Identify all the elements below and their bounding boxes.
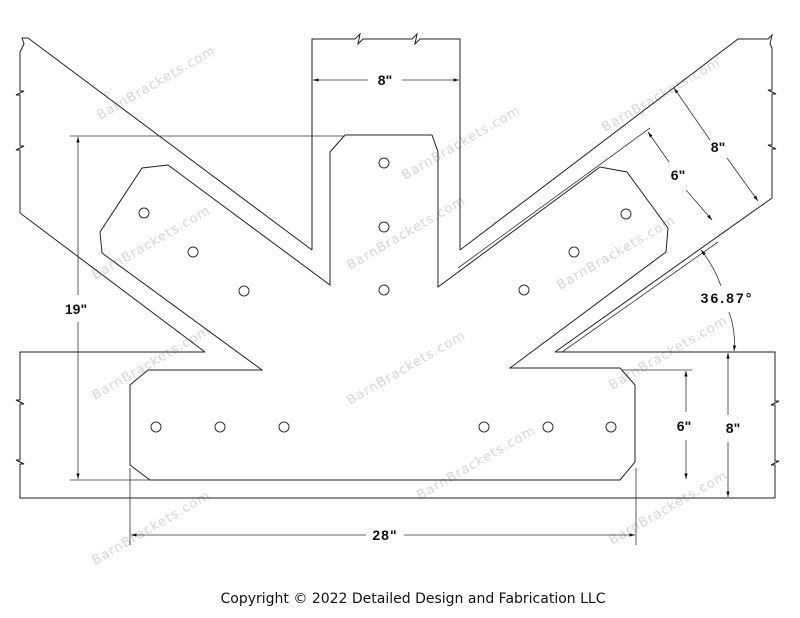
copyright-text: Copyright © 2022 Detailed Design and Fab… (221, 591, 606, 607)
bolt-hole (378, 221, 390, 233)
bolt-hole (150, 421, 162, 433)
bolt-hole (478, 421, 490, 433)
dim-total-width: 28" (372, 527, 397, 543)
watermark: BarnBrackets.com (345, 193, 469, 273)
rafter-plate-guides (457, 127, 719, 353)
dim-rafter-depth: 8" (711, 139, 725, 155)
watermark: BarnBrackets.com (607, 468, 731, 548)
dim-rafter-plate-width: 6" (671, 167, 685, 183)
bolt-hole (605, 421, 617, 433)
watermark: BarnBrackets.com (415, 423, 539, 503)
left-rafter (15, 37, 313, 353)
dim-beam-plate-height: 6" (677, 418, 691, 434)
watermark: BarnBrackets.com (600, 55, 724, 135)
dim-angle: 36.87° (701, 290, 754, 306)
dim-post-width: 8" (378, 72, 392, 88)
dim-beam-depth: 8" (726, 420, 740, 436)
bolt-hole (518, 284, 530, 296)
bolt-hole (568, 246, 580, 258)
watermark: BarnBrackets.com (400, 103, 524, 183)
bolt-hole (214, 421, 226, 433)
right-rafter (459, 33, 777, 353)
bolt-hole (187, 246, 199, 258)
dim-total-height: 19" (65, 301, 87, 317)
bolt-hole (278, 421, 290, 433)
bolt-hole (542, 421, 554, 433)
bolt-hole (620, 208, 632, 220)
beam (15, 351, 780, 499)
watermark: BarnBrackets.com (607, 313, 731, 393)
bolt-hole (138, 207, 150, 219)
bolt-hole (378, 157, 390, 169)
watermark: BarnBrackets.com (95, 43, 219, 123)
watermark: BarnBrackets.com (90, 323, 214, 403)
watermark: BarnBrackets.com (345, 328, 469, 408)
post (311, 32, 461, 250)
bolt-hole (238, 285, 250, 297)
watermarks: BarnBrackets.com BarnBrackets.com BarnBr… (90, 43, 731, 568)
timbers (15, 32, 780, 499)
bracket-plate (99, 134, 669, 481)
bolt-hole (378, 284, 390, 296)
bolt-holes (138, 157, 632, 433)
dimension-lines (70, 78, 759, 545)
watermark: BarnBrackets.com (90, 203, 214, 283)
watermark: BarnBrackets.com (90, 488, 214, 568)
